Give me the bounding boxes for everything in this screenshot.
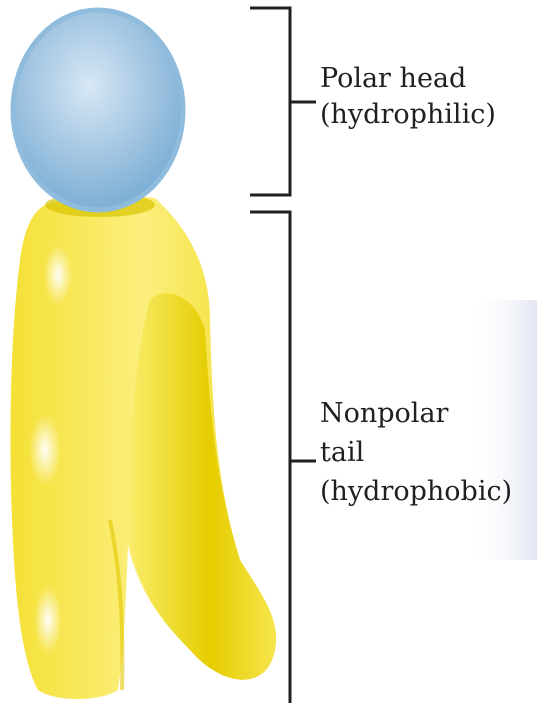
nonpolar-tail <box>10 195 276 699</box>
polar-head-label: Polar head (hydrophilic) <box>320 61 496 133</box>
polar-head-label-line1: Polar head <box>320 61 496 97</box>
nonpolar-tail-label-line2: tail <box>320 433 512 472</box>
nonpolar-tail-label: Nonpolar tail (hydrophobic) <box>320 394 512 511</box>
head-bracket <box>250 8 316 195</box>
tail-chain-right <box>130 293 277 679</box>
nonpolar-tail-label-line1: Nonpolar <box>320 394 512 433</box>
polar-head <box>13 10 183 217</box>
polar-head-label-line2: (hydrophilic) <box>320 97 496 133</box>
tail-highlight-lower <box>34 586 62 654</box>
tail-highlight-upper <box>44 245 72 305</box>
tail-highlight-middle <box>29 414 61 486</box>
nonpolar-tail-label-line3: (hydrophobic) <box>320 472 512 511</box>
head-circle <box>13 10 183 210</box>
